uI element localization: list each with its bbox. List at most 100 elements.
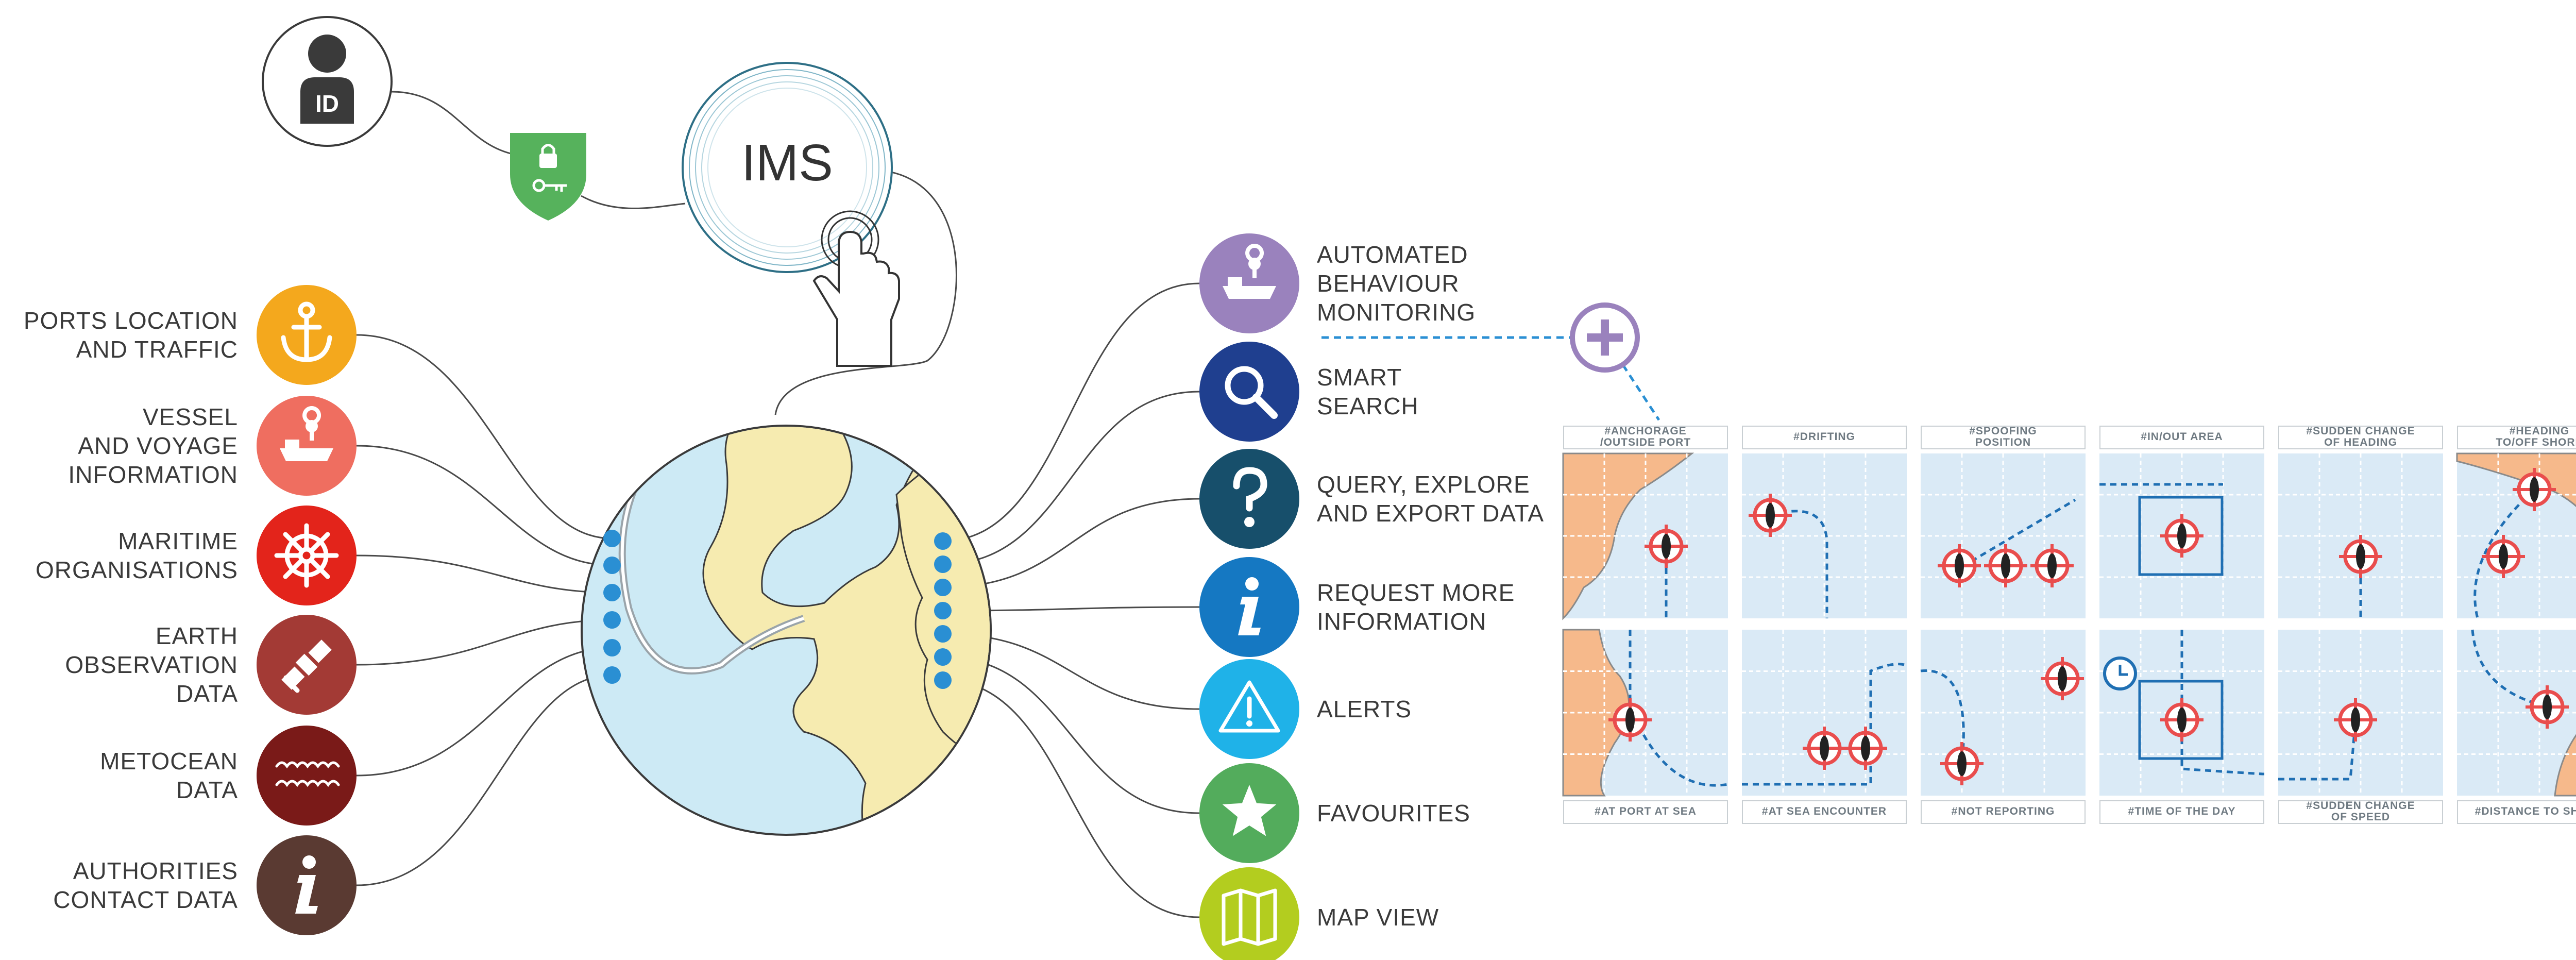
source-node-2[interactable] <box>257 506 357 605</box>
vessel-target-icon <box>1608 698 1652 742</box>
title-frame <box>2457 426 2576 449</box>
source-label-line: CONTACT DATA <box>53 886 238 913</box>
globe-dot <box>934 532 952 550</box>
behaviour-card-1-2[interactable] <box>1920 630 2086 796</box>
question-icon <box>1233 467 1267 527</box>
globe-dot <box>934 625 952 643</box>
service-label-line: AUTOMATED <box>1317 241 1468 268</box>
service-node-6[interactable] <box>1199 867 1299 960</box>
globe-map <box>581 425 992 836</box>
expand-plus-button[interactable] <box>1570 302 1640 373</box>
waves-icon <box>275 761 340 787</box>
vessel-target-icon <box>2030 544 2074 587</box>
title-frame <box>2278 426 2443 449</box>
title-frame <box>1742 800 1907 824</box>
behaviour-title-line: #NOT REPORTING <box>1951 805 2055 817</box>
source-node-5[interactable] <box>257 835 357 935</box>
behaviour-card-1-0[interactable] <box>1562 629 1728 797</box>
behaviour-card-0-1[interactable] <box>1742 453 1907 618</box>
behaviour-title-line: #TIME OF THE DAY <box>2128 805 2236 817</box>
source-node-4[interactable] <box>257 726 357 826</box>
service-label-4[interactable]: ALERTS <box>1317 695 1412 723</box>
warning-icon <box>1218 680 1280 733</box>
behaviour-card-1-4[interactable] <box>2278 630 2443 796</box>
behaviour-card-0-5[interactable] <box>2456 452 2576 619</box>
info-icon <box>1238 577 1261 635</box>
source-label-line: PORTS LOCATION <box>23 307 238 334</box>
service-node-4[interactable] <box>1199 659 1299 759</box>
vessel-target-icon <box>1844 727 1887 770</box>
service-node-2[interactable] <box>1199 449 1299 549</box>
title-frame <box>1921 800 2086 824</box>
clock-icon <box>2103 656 2137 690</box>
ship-icon <box>1223 244 1276 299</box>
behaviour-title: #DISTANCE TO SHORE <box>2456 806 2576 817</box>
behaviour-card-1-5[interactable] <box>2457 629 2576 797</box>
map-icon <box>1222 888 1277 946</box>
globe-dot <box>603 639 621 656</box>
behaviour-title-line: #AT PORT AT SEA <box>1595 805 1697 817</box>
vessel-target-icon <box>1938 544 1981 587</box>
behaviour-card-1-1[interactable] <box>1742 630 1908 796</box>
source-label-line: AND TRAFFIC <box>76 336 238 363</box>
lock-icon <box>539 154 557 168</box>
source-label-line: METOCEAN <box>100 748 238 774</box>
source-node-0[interactable] <box>257 285 357 385</box>
ims-core-node[interactable]: IMS <box>682 62 893 273</box>
title-frame <box>1563 800 1728 824</box>
source-node-3[interactable] <box>257 615 357 715</box>
service-label-line: ALERTS <box>1317 696 1412 722</box>
title-frame <box>1742 426 1907 449</box>
service-label-line: SEARCH <box>1317 393 1419 419</box>
behaviour-title: #ANCHORAGE/OUTSIDE PORT <box>1563 426 1728 448</box>
service-label-line: BEHAVIOUR <box>1317 270 1460 297</box>
behaviour-card-0-4[interactable] <box>2278 453 2443 618</box>
behaviour-title-line: #DISTANCE TO SHORE <box>2475 805 2576 817</box>
service-node-0[interactable] <box>1199 233 1299 333</box>
title-frame <box>1921 426 2086 449</box>
source-label-line: AUTHORITIES <box>73 857 238 884</box>
behaviour-title-line: OF HEADING <box>2324 436 2397 448</box>
service-label-line: MONITORING <box>1317 299 1476 326</box>
globe-dot <box>934 579 952 596</box>
ims-label: IMS <box>741 134 833 192</box>
source-label-line: DATA <box>176 680 238 707</box>
service-label-line: AND EXPORT DATA <box>1317 500 1545 527</box>
service-label-line: INFORMATION <box>1317 608 1487 635</box>
satellite-icon <box>281 639 332 693</box>
vessel-target-icon <box>2513 468 2556 511</box>
behaviour-title-line: #HEADING <box>2509 425 2570 437</box>
service-label-5[interactable]: FAVOURITES <box>1317 799 1470 828</box>
behaviour-title-line: #SUDDEN CHANGE <box>2306 800 2415 812</box>
user-body-icon <box>300 77 354 124</box>
vessel-target-icon <box>2160 514 2204 558</box>
vessel-target-icon <box>2339 535 2382 578</box>
service-label-6[interactable]: MAP VIEW <box>1317 903 1439 932</box>
behaviour-title-line: POSITION <box>1975 436 2031 448</box>
service-node-3[interactable] <box>1199 557 1299 657</box>
service-node-1[interactable] <box>1199 342 1299 442</box>
service-label-line: REQUEST MORE <box>1317 579 1515 606</box>
behaviour-card-0-3[interactable] <box>2099 453 2264 618</box>
hand-pointer-icon <box>812 210 900 367</box>
globe-dot <box>934 602 952 619</box>
behaviour-card-0-0[interactable] <box>1562 452 1728 620</box>
source-node-1[interactable] <box>257 396 357 496</box>
service-node-5[interactable] <box>1199 763 1299 863</box>
vessel-target-icon <box>1749 494 1792 537</box>
behaviour-card-1-3[interactable] <box>2099 630 2265 796</box>
service-label-line: MAP VIEW <box>1317 904 1439 931</box>
behaviour-title-line: #ANCHORAGE <box>1604 425 1687 437</box>
behaviour-title-line: /OUTSIDE PORT <box>1600 436 1691 448</box>
service-label-line: SMART <box>1317 364 1402 391</box>
behaviour-card-0-2[interactable] <box>1921 453 2086 618</box>
vessel-target-icon <box>2041 657 2084 700</box>
title-frame <box>2099 426 2264 449</box>
